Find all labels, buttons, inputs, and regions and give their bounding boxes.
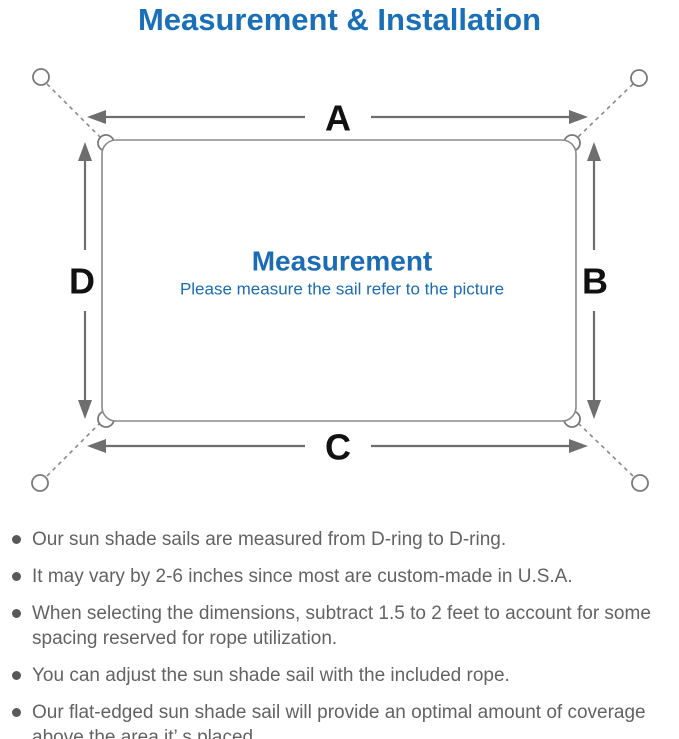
bullet-icon: [12, 535, 21, 544]
dimension-a: [87, 110, 588, 124]
note-text: When selecting the dimensions, subtract …: [32, 603, 651, 649]
note-text: Our flat-edged sun shade sail will provi…: [32, 702, 646, 739]
note-text: You can adjust the sun shade sail with t…: [32, 665, 510, 686]
rope-line-top-left: [46, 83, 102, 139]
anchor-circle-top-left: [32, 68, 50, 86]
note-text: Our sun shade sails are measured from D-…: [32, 529, 507, 550]
list-item: Our sun shade sails are measured from D-…: [12, 527, 670, 552]
arrowhead-d-up-icon: [78, 142, 92, 161]
diagram-center-title: Measurement: [252, 246, 433, 277]
dimension-label-a: A: [325, 98, 351, 139]
rope-line-top-right: [576, 83, 634, 139]
dimension-label-b: B: [582, 261, 608, 302]
list-item: Our flat-edged sun shade sail will provi…: [12, 700, 670, 739]
measurement-diagram: A C D B Measurement Please measure the s…: [31, 68, 649, 492]
d-rings: [97, 134, 581, 428]
bullet-icon: [12, 609, 21, 618]
arrowhead-b-down-icon: [587, 400, 601, 419]
rope-line-bottom-left: [46, 421, 102, 477]
notes-list: Our sun shade sails are measured from D-…: [12, 527, 670, 739]
anchor-points: [31, 68, 649, 492]
dimension-b: [587, 142, 601, 419]
arrowhead-d-down-icon: [78, 400, 92, 419]
dimension-d: [78, 142, 92, 419]
bullet-icon: [12, 671, 21, 680]
bullet-icon: [12, 572, 21, 581]
arrowhead-a-right-icon: [569, 110, 588, 124]
bullet-icon: [12, 708, 21, 717]
page-title: Measurement & Installation: [137, 2, 542, 37]
dimension-label-d: D: [69, 261, 95, 302]
anchor-circle-top-right: [630, 69, 648, 87]
anchor-circle-bottom-left: [31, 474, 49, 492]
list-item: When selecting the dimensions, subtract …: [12, 601, 670, 651]
arrowhead-c-right-icon: [569, 439, 588, 453]
anchor-circle-bottom-right: [631, 474, 649, 492]
list-item: You can adjust the sun shade sail with t…: [12, 663, 670, 688]
dimension-c: [87, 439, 588, 453]
rope-line-bottom-right: [576, 421, 634, 477]
arrowhead-a-left-icon: [87, 110, 106, 124]
dimension-label-c: C: [325, 427, 351, 468]
arrowhead-b-up-icon: [587, 142, 601, 161]
rope-dashed-lines: [46, 83, 634, 477]
arrowhead-c-left-icon: [87, 439, 106, 453]
note-text: It may vary by 2-6 inches since most are…: [32, 566, 573, 587]
list-item: It may vary by 2-6 inches since most are…: [12, 564, 670, 589]
diagram-center-subtitle: Please measure the sail refer to the pic…: [180, 280, 504, 299]
shade-sail-outline: [101, 139, 577, 422]
